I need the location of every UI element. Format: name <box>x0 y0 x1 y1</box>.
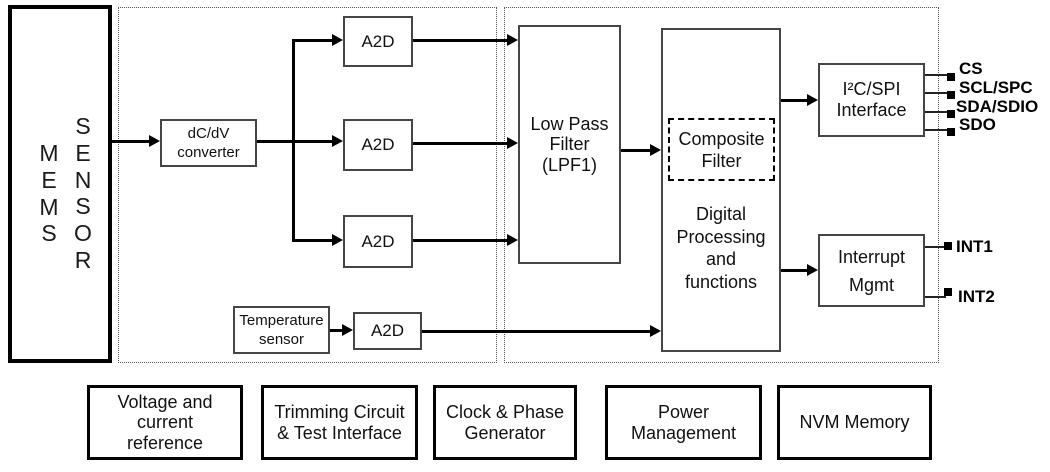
dcdv-converter-block: dC/dV converter <box>160 119 257 167</box>
a2d-block-3: A2D <box>343 215 413 268</box>
arrowhead <box>332 135 343 147</box>
connector-line <box>257 140 333 143</box>
pin-line-int2 <box>925 296 946 298</box>
connector-line <box>422 330 651 333</box>
pin-line-cs <box>925 74 949 76</box>
nvm-memory-block: NVM Memory <box>777 385 932 460</box>
temperature-sensor-block: Temperature sensor <box>233 306 330 354</box>
arrowhead <box>507 34 518 46</box>
pin-pad-scl-spc <box>947 91 955 99</box>
pin-label-int1: INT1 <box>956 237 993 256</box>
voltage-current-reference-block: Voltage and current reference <box>87 385 243 460</box>
pin-pad-int2 <box>944 288 952 296</box>
connector-line <box>781 269 808 272</box>
pin-pad-cs <box>947 73 955 81</box>
connector-line <box>621 149 651 152</box>
arrowhead <box>807 94 818 106</box>
connector-line <box>330 329 343 332</box>
low-pass-filter-block: Low Pass Filter (LPF1) <box>518 25 621 264</box>
digital-processing-label: Digital Processing and functions <box>676 204 766 292</box>
connector-line <box>112 140 150 143</box>
pin-label-int2: INT2 <box>958 287 995 306</box>
connector-line <box>292 239 333 242</box>
pin-pad-sdo <box>947 128 955 136</box>
arrowhead <box>650 325 661 337</box>
power-management-block: Power Management <box>605 385 762 460</box>
i2c-spi-interface-block: I²C/SPI Interface <box>818 63 925 137</box>
pin-label-sda-sdio: SDA/SDIO <box>956 97 1039 116</box>
connector-line <box>292 40 295 242</box>
a2d-block-2: A2D <box>343 119 413 171</box>
pin-label-sdo: SDO <box>959 115 996 134</box>
connector-line <box>413 239 508 242</box>
a2d-block-temperature: A2D <box>353 312 422 350</box>
pin-line-scl-spc <box>925 92 949 94</box>
arrowhead <box>507 234 518 246</box>
connector-line <box>781 99 808 102</box>
pin-label-scl-spc: SCL/SPC <box>959 78 1033 97</box>
clock-phase-generator-block: Clock & Phase Generator <box>433 385 577 460</box>
digital-region-outline <box>504 7 939 363</box>
interrupt-mgmt-block: Interrupt Mgmt <box>818 234 925 307</box>
arrowhead <box>332 234 343 246</box>
connector-line <box>292 39 333 42</box>
pin-line-sdo <box>925 129 949 131</box>
arrowhead <box>507 137 518 149</box>
connector-line <box>413 39 508 42</box>
a2d-block-1: A2D <box>343 16 413 67</box>
composite-filter-block: Composite Filter <box>668 118 775 181</box>
digital-processing-block <box>661 28 781 352</box>
arrowhead <box>807 264 818 276</box>
arrowhead <box>342 324 353 336</box>
arrowhead <box>149 135 160 147</box>
pin-pad-sda-sdio <box>947 110 955 118</box>
trimming-circuit-test-interface-block: Trimming Circuit & Test Interface <box>261 385 418 460</box>
sensor-letters-column: S E N S O R <box>74 113 92 273</box>
pin-pad-int1 <box>944 242 952 250</box>
mems-sensor-block: M E M S S E N S O R <box>8 5 112 363</box>
arrowhead <box>332 34 343 46</box>
analog-region-outline <box>118 7 497 363</box>
pin-line-int1 <box>925 246 946 248</box>
pin-line-sda-sdio <box>925 111 949 113</box>
arrowhead <box>650 144 661 156</box>
pin-label-cs: CS <box>959 59 983 78</box>
mems-letters-column: M E M S <box>39 140 59 247</box>
connector-line <box>413 142 508 145</box>
